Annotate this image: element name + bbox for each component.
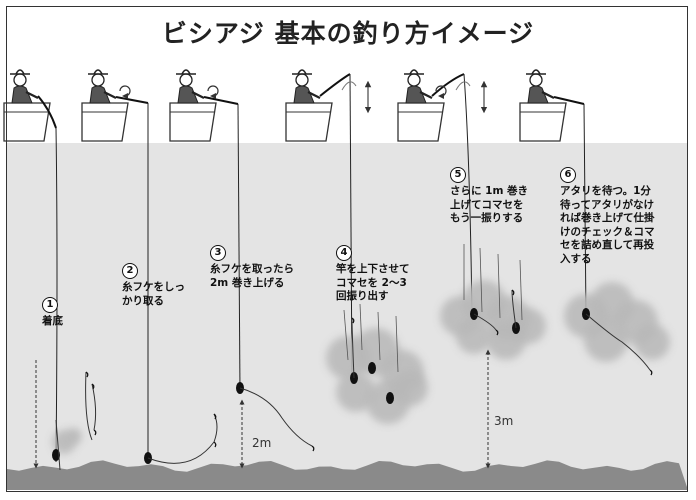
fishing-line-1 bbox=[55, 127, 58, 463]
angler-arm bbox=[307, 91, 321, 99]
chum-streak bbox=[343, 309, 349, 361]
sinker-icon bbox=[52, 449, 60, 461]
angler-body bbox=[89, 85, 111, 104]
hook-icon bbox=[351, 317, 355, 324]
rod-1 bbox=[37, 95, 57, 129]
chum-cloud bbox=[392, 370, 428, 406]
angler-arm bbox=[541, 91, 555, 99]
chum-cloud bbox=[584, 318, 628, 362]
rig-leader bbox=[55, 419, 61, 471]
step-3-label: 3 糸フケを取ったら 2m 巻き上げる bbox=[210, 240, 294, 290]
angler-arm bbox=[25, 91, 39, 99]
fishing-line-4 bbox=[349, 73, 353, 385]
hook-icon bbox=[91, 383, 95, 390]
hook-icon bbox=[213, 413, 217, 420]
measure-3m-label: 3m bbox=[494, 414, 514, 428]
hook-icon bbox=[213, 441, 217, 448]
chum-streak bbox=[377, 311, 381, 361]
step-3-text: 糸フケを取ったら 2m 巻き上げる bbox=[210, 263, 294, 289]
step-4-label: 4 竿を上下させて コマセを 2～3 回振り出す bbox=[336, 240, 410, 304]
angler-body bbox=[11, 85, 33, 104]
angler-hat bbox=[404, 69, 424, 75]
step-5-label: 5 さらに 1m 巻き 上げてコマセを もう一振りする bbox=[450, 162, 528, 226]
sinker-icon bbox=[368, 362, 376, 374]
step-2-number: 2 bbox=[122, 263, 138, 279]
rig-leader bbox=[85, 371, 93, 441]
boat-angler-6 bbox=[519, 69, 567, 142]
angler-hat bbox=[526, 69, 546, 75]
step-6-number: 6 bbox=[560, 167, 576, 183]
angler-body bbox=[293, 85, 315, 104]
step-2-text: 糸フケをしっ かり取る bbox=[122, 281, 185, 307]
measure-2m-label: 2m bbox=[252, 436, 272, 450]
step-6-text: アタリを待つ。1分 待ってアタリがなけ れば巻き上げて仕掛 けのチェック＆コマ … bbox=[560, 185, 655, 265]
hook-icon bbox=[85, 371, 89, 378]
angler-arm bbox=[419, 91, 433, 99]
step-1-label: 1 着底 bbox=[42, 292, 63, 329]
rig-leader bbox=[351, 317, 355, 379]
chum-streak bbox=[359, 303, 363, 351]
step-3-number: 3 bbox=[210, 245, 226, 261]
hook-icon bbox=[495, 329, 499, 336]
frame-border bbox=[6, 6, 688, 492]
angler-hat bbox=[10, 69, 30, 75]
reel-rotation-arrow-icon bbox=[119, 85, 131, 99]
seabed bbox=[7, 460, 688, 490]
step-2-label: 2 糸フケをしっ かり取る bbox=[122, 258, 185, 308]
chum-streak bbox=[497, 253, 501, 319]
hook-icon bbox=[511, 289, 515, 296]
fishing-line-3 bbox=[237, 103, 241, 393]
hook-icon bbox=[93, 429, 97, 436]
angler-arm bbox=[191, 91, 205, 99]
chum-cloud bbox=[66, 428, 82, 444]
chum-cloud bbox=[634, 324, 670, 360]
angler-arm bbox=[103, 91, 117, 99]
hook-icon bbox=[311, 445, 315, 452]
rod-6 bbox=[553, 96, 585, 105]
boat-angler-2 bbox=[81, 69, 129, 142]
rod-2 bbox=[115, 96, 149, 104]
reel-rotation-arrow-icon bbox=[435, 85, 447, 99]
fishing-line-6 bbox=[583, 103, 587, 319]
angler-hat bbox=[292, 69, 312, 75]
step-5-text: さらに 1m 巻き 上げてコマセを もう一振りする bbox=[450, 185, 529, 224]
angler-body bbox=[177, 85, 199, 104]
step-4-text: 竿を上下させて コマセを 2～3 回振り出す bbox=[336, 263, 410, 302]
rig-leader bbox=[239, 387, 313, 447]
chum-cloud bbox=[456, 318, 492, 354]
rod-3 bbox=[203, 96, 239, 105]
rod-motion-arc bbox=[341, 81, 357, 91]
chum-streak bbox=[395, 315, 399, 373]
chum-streak bbox=[519, 259, 523, 321]
fishing-line-5 bbox=[463, 73, 473, 319]
rod-motion-arc bbox=[455, 81, 471, 91]
boat-angler-5 bbox=[397, 69, 445, 142]
boat-angler-4 bbox=[285, 69, 333, 142]
angler-body bbox=[405, 85, 427, 104]
rod-5 bbox=[431, 73, 465, 97]
rig-leader bbox=[473, 313, 497, 331]
step-5-number: 5 bbox=[450, 167, 466, 183]
rod-4 bbox=[319, 73, 351, 97]
rig-leader bbox=[511, 289, 517, 329]
hook-icon bbox=[649, 369, 653, 376]
step-1-number: 1 bbox=[42, 297, 58, 313]
boat-angler-1 bbox=[3, 69, 51, 142]
step-1-text: 着底 bbox=[42, 315, 63, 327]
angler-hat bbox=[88, 69, 108, 75]
diagram-title: ビシアジ 基本の釣り方イメージ bbox=[161, 19, 535, 48]
angler-hat bbox=[176, 69, 196, 75]
boat-angler-3 bbox=[169, 69, 217, 142]
reel-rotation-arrow-icon bbox=[207, 85, 219, 99]
step-6-label: 6 アタリを待つ。1分 待ってアタリがなけ れば巻き上げて仕掛 けのチェック＆コ… bbox=[560, 162, 655, 266]
rig-leader bbox=[147, 413, 218, 464]
step-4-number: 4 bbox=[336, 245, 352, 261]
chum-streak bbox=[479, 247, 483, 313]
rig-leader bbox=[585, 313, 651, 371]
angler-body bbox=[527, 85, 549, 104]
sinker-icon bbox=[386, 392, 394, 404]
